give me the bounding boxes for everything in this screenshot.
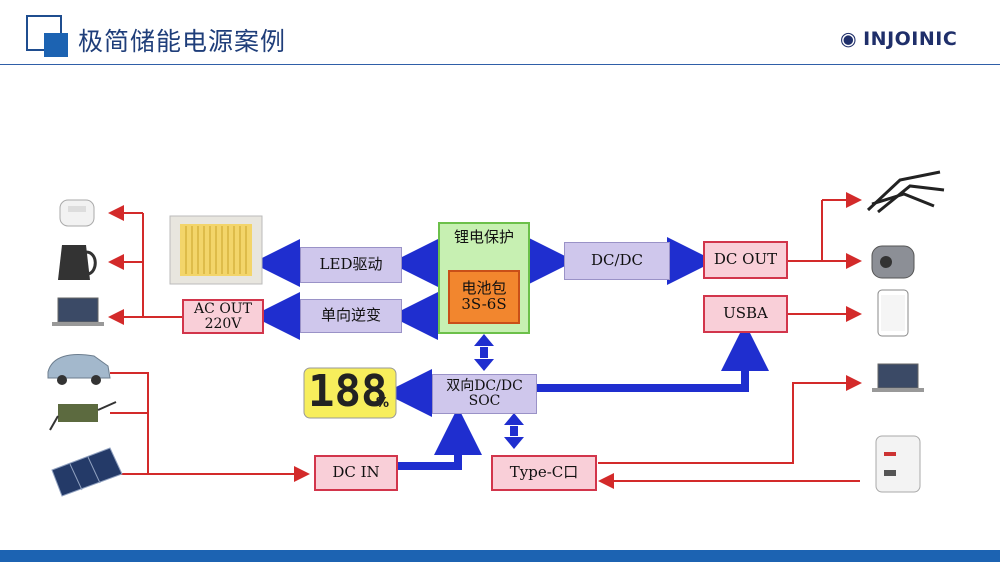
title-decoration: [26, 15, 68, 57]
battery-pack-block: 电池包 3S-6S: [448, 270, 520, 324]
bidirectional-arrows: [480, 347, 518, 436]
rice-cooker-icon: [59, 199, 95, 227]
footer-bar: [0, 550, 1000, 562]
typec-block: Type-C口: [491, 455, 597, 491]
left-input-lines: [110, 372, 310, 482]
led-driver-block: LED驱动: [300, 247, 402, 283]
protection-label: 锂电保护: [453, 228, 514, 246]
dc-out-block: DC OUT: [703, 241, 788, 279]
laptop-icon-right: [872, 363, 924, 392]
right-output-lines: [788, 192, 862, 322]
typec-lines: [598, 375, 862, 489]
usb-charger-icon: [875, 435, 921, 493]
phone-icon: [877, 289, 909, 337]
soc-display-digits: 188: [308, 366, 388, 417]
kettle-icon: [58, 245, 97, 280]
usba-block: USBA: [703, 295, 788, 333]
dc-cable-icon: [866, 170, 945, 214]
header-divider: [0, 64, 1000, 65]
bidirectional-dcdc-block: 双向DC/DC SOC: [432, 374, 537, 414]
inverter-block: 单向逆变: [300, 299, 402, 333]
charger-icon: [49, 401, 117, 431]
led-panel-icon: [169, 215, 263, 285]
car-icon: [47, 354, 111, 385]
logo-icon: ◉: [840, 28, 858, 50]
left-output-lines: [108, 205, 182, 325]
dc-in-block: DC IN: [314, 455, 398, 491]
car-charger-icon: [871, 245, 915, 279]
page-title: 极简储能电源案例: [78, 27, 287, 56]
solar-panel-icon: [51, 447, 123, 497]
laptop-icon-left: [52, 297, 104, 326]
soc-display-unit: %: [376, 396, 390, 411]
brand-logo: ◉INJOINIC: [840, 28, 957, 50]
logo-text: INJOINIC: [863, 28, 958, 50]
bidirectional-arrowheads: [474, 334, 524, 449]
soc-display-icon: [303, 367, 397, 419]
dcdc-block: DC/DC: [564, 242, 670, 280]
blue-flow-arrows: [252, 237, 769, 470]
ac-out-block: AC OUT 220V: [182, 299, 264, 334]
